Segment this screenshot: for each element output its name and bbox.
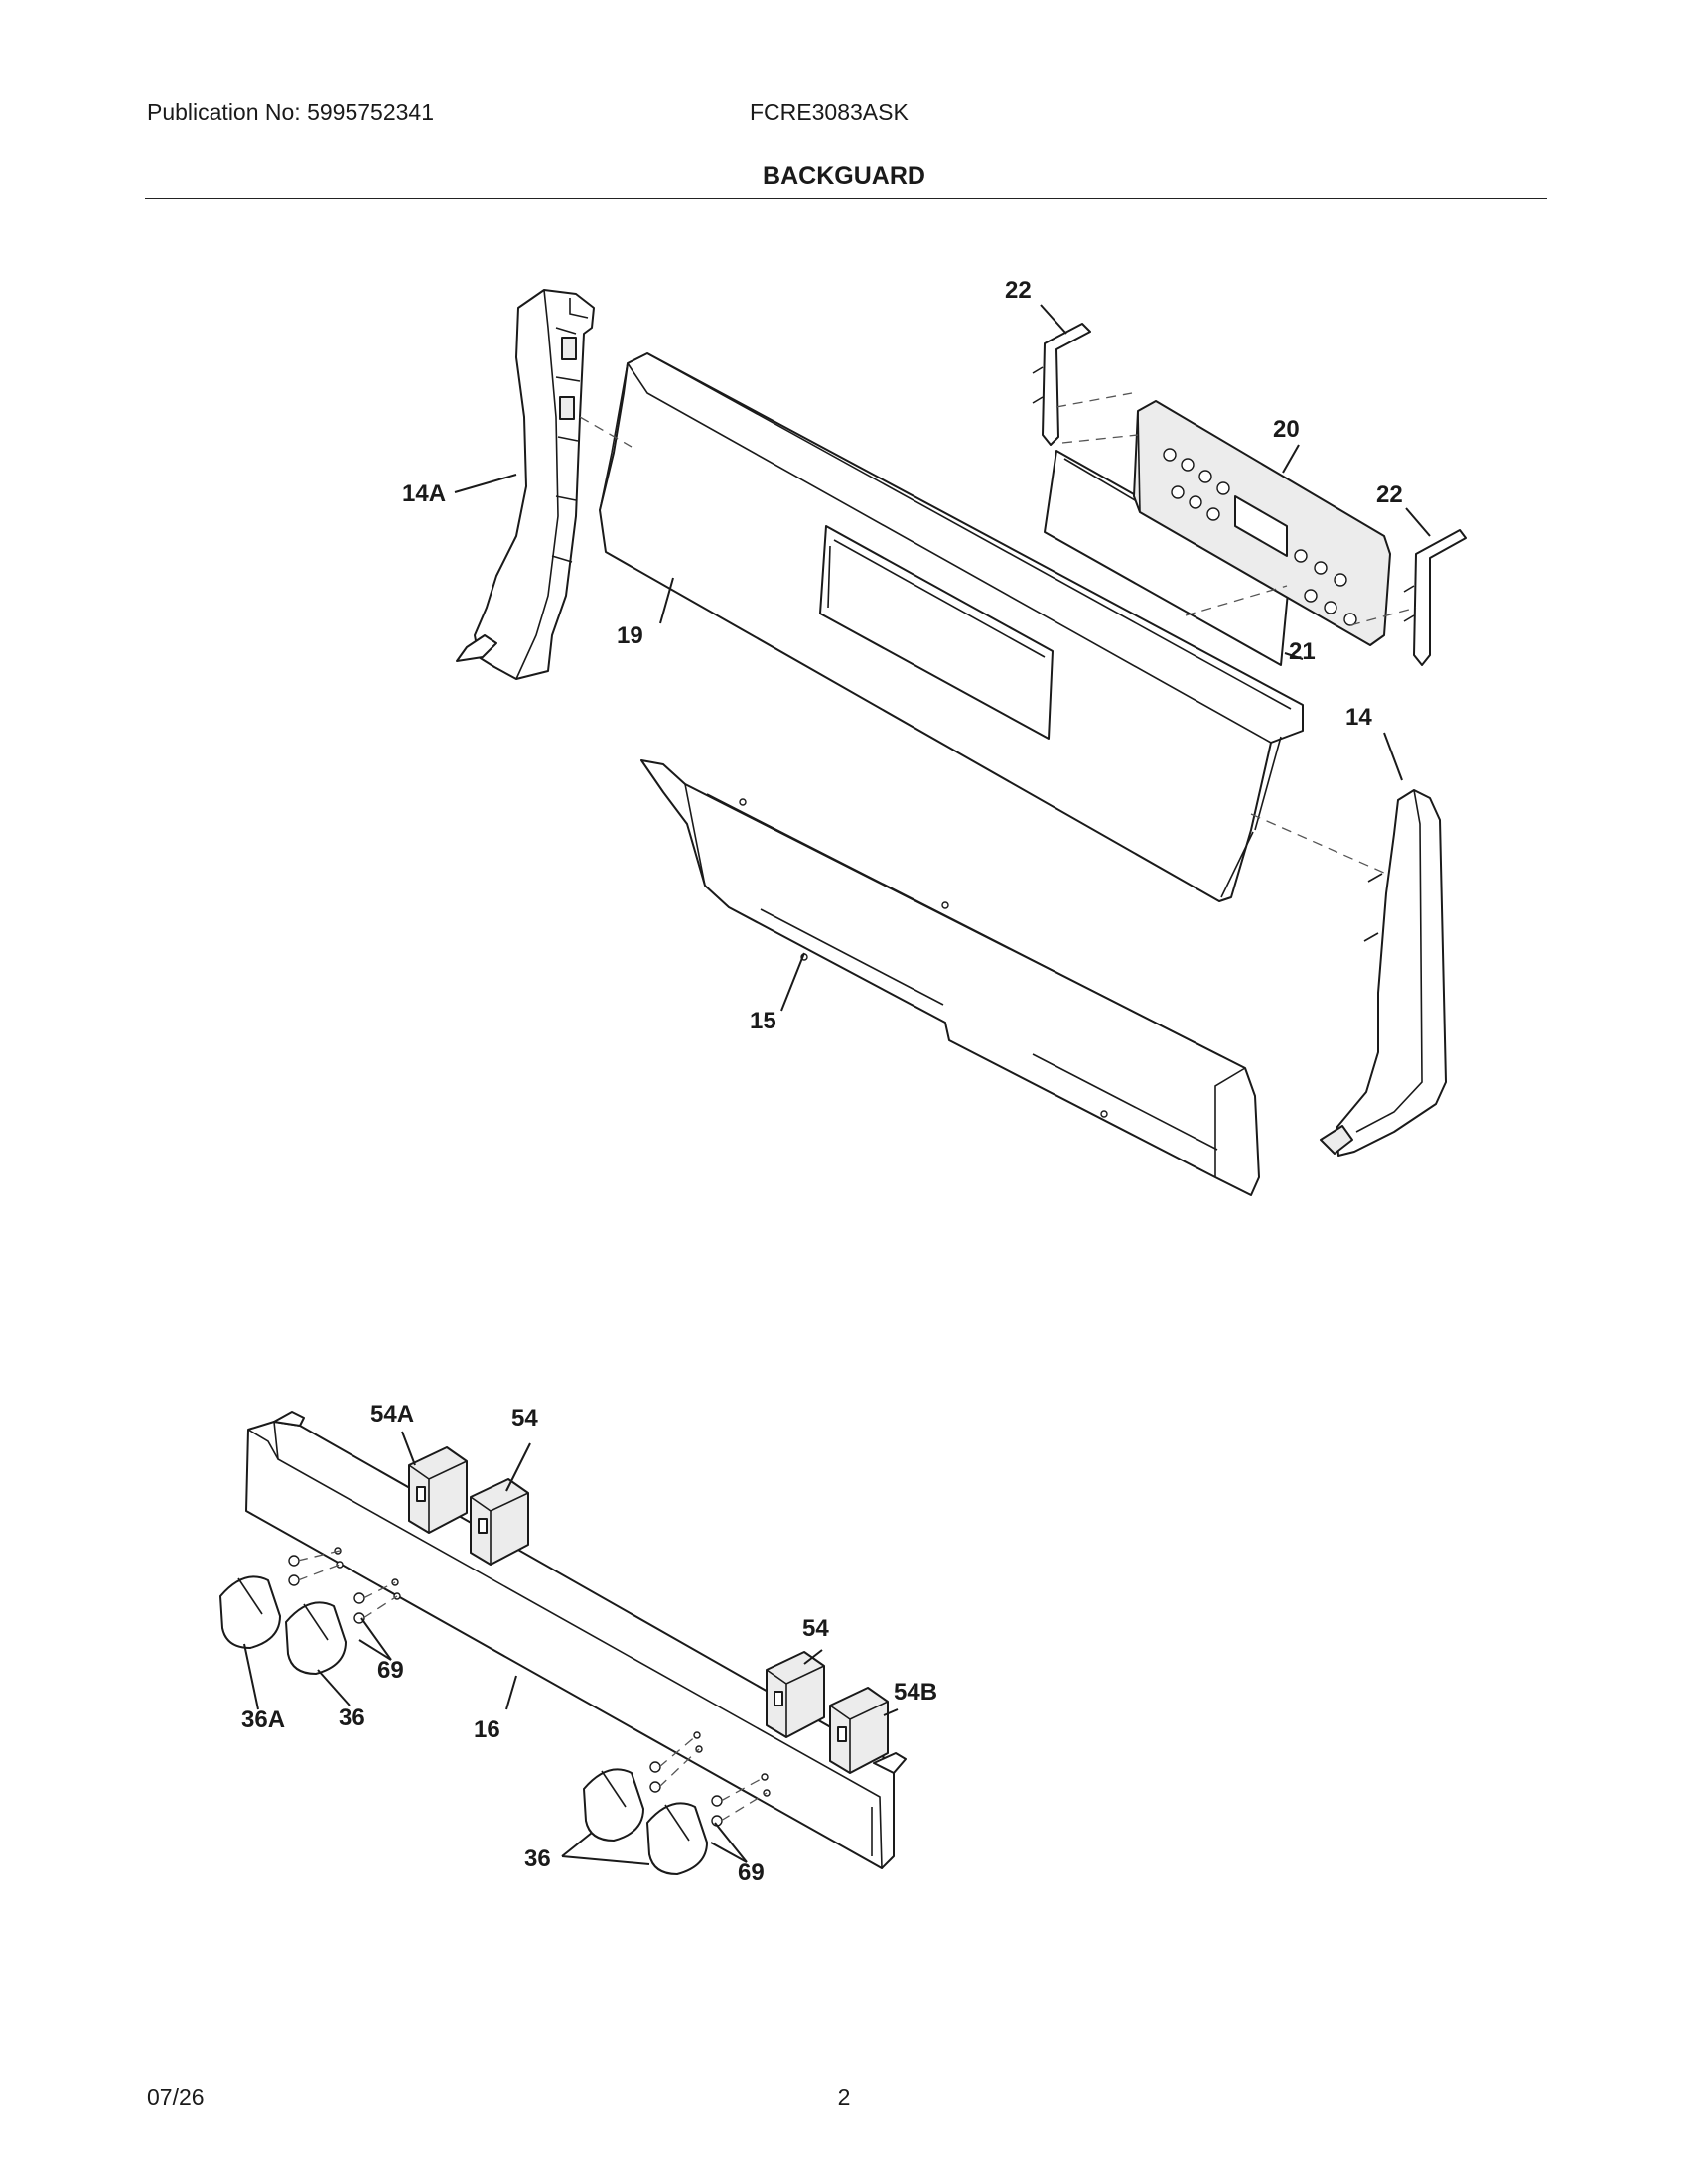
- part-14a-left-end-cap: [456, 289, 595, 680]
- callout-54a: 54A: [370, 1401, 414, 1428]
- callout-69-bottom: 69: [738, 1859, 765, 1886]
- callout-20: 20: [1273, 416, 1300, 443]
- part-36-knob-bottom-1: [583, 1768, 644, 1842]
- part-22-clip-right: [1403, 529, 1467, 666]
- callout-21: 21: [1289, 638, 1316, 665]
- callout-15: 15: [750, 1008, 776, 1034]
- header-divider: [145, 198, 1547, 199]
- page-number: 2: [837, 2084, 851, 2110]
- part-20-control-board: [1133, 400, 1391, 646]
- callout-14: 14: [1345, 704, 1372, 731]
- callout-36-left: 36: [339, 1705, 365, 1731]
- callout-22: 22: [1005, 277, 1032, 304]
- publication-date: 07/26: [147, 2084, 205, 2110]
- part-54b-infinite-switch: [829, 1687, 889, 1774]
- part-36a-knob: [219, 1575, 281, 1649]
- model-number: FCRE3083ASK: [750, 99, 909, 125]
- part-19-backguard-panel: [599, 352, 1304, 902]
- part-14-right-end-cap: [1320, 789, 1447, 1157]
- callout-54-top: 54: [511, 1405, 538, 1432]
- callout-22-right: 22: [1376, 481, 1403, 508]
- part-16-control-panel: [245, 1411, 907, 1869]
- callout-36-bottom: 36: [524, 1845, 551, 1872]
- part-36-knob-bottom-2: [646, 1802, 708, 1875]
- part-54-infinite-switch-top: [470, 1478, 529, 1566]
- part-54a-infinite-switch: [408, 1446, 468, 1534]
- callout-69-left: 69: [377, 1657, 404, 1684]
- callout-14a: 14A: [402, 480, 446, 507]
- page-title: BACKGUARD: [763, 162, 925, 190]
- part-22-clip-left: [1032, 323, 1091, 446]
- callout-54-right: 54: [802, 1615, 829, 1642]
- callout-19: 19: [617, 622, 643, 649]
- callout-36a: 36A: [241, 1706, 285, 1733]
- part-15-backguard-support: [640, 759, 1260, 1196]
- part-54-infinite-switch-right: [766, 1651, 825, 1738]
- part-36-knob-left: [285, 1601, 347, 1675]
- publication-number: Publication No: 5995752341: [147, 99, 435, 125]
- callout-54b: 54B: [894, 1679, 937, 1706]
- callout-16: 16: [474, 1716, 500, 1743]
